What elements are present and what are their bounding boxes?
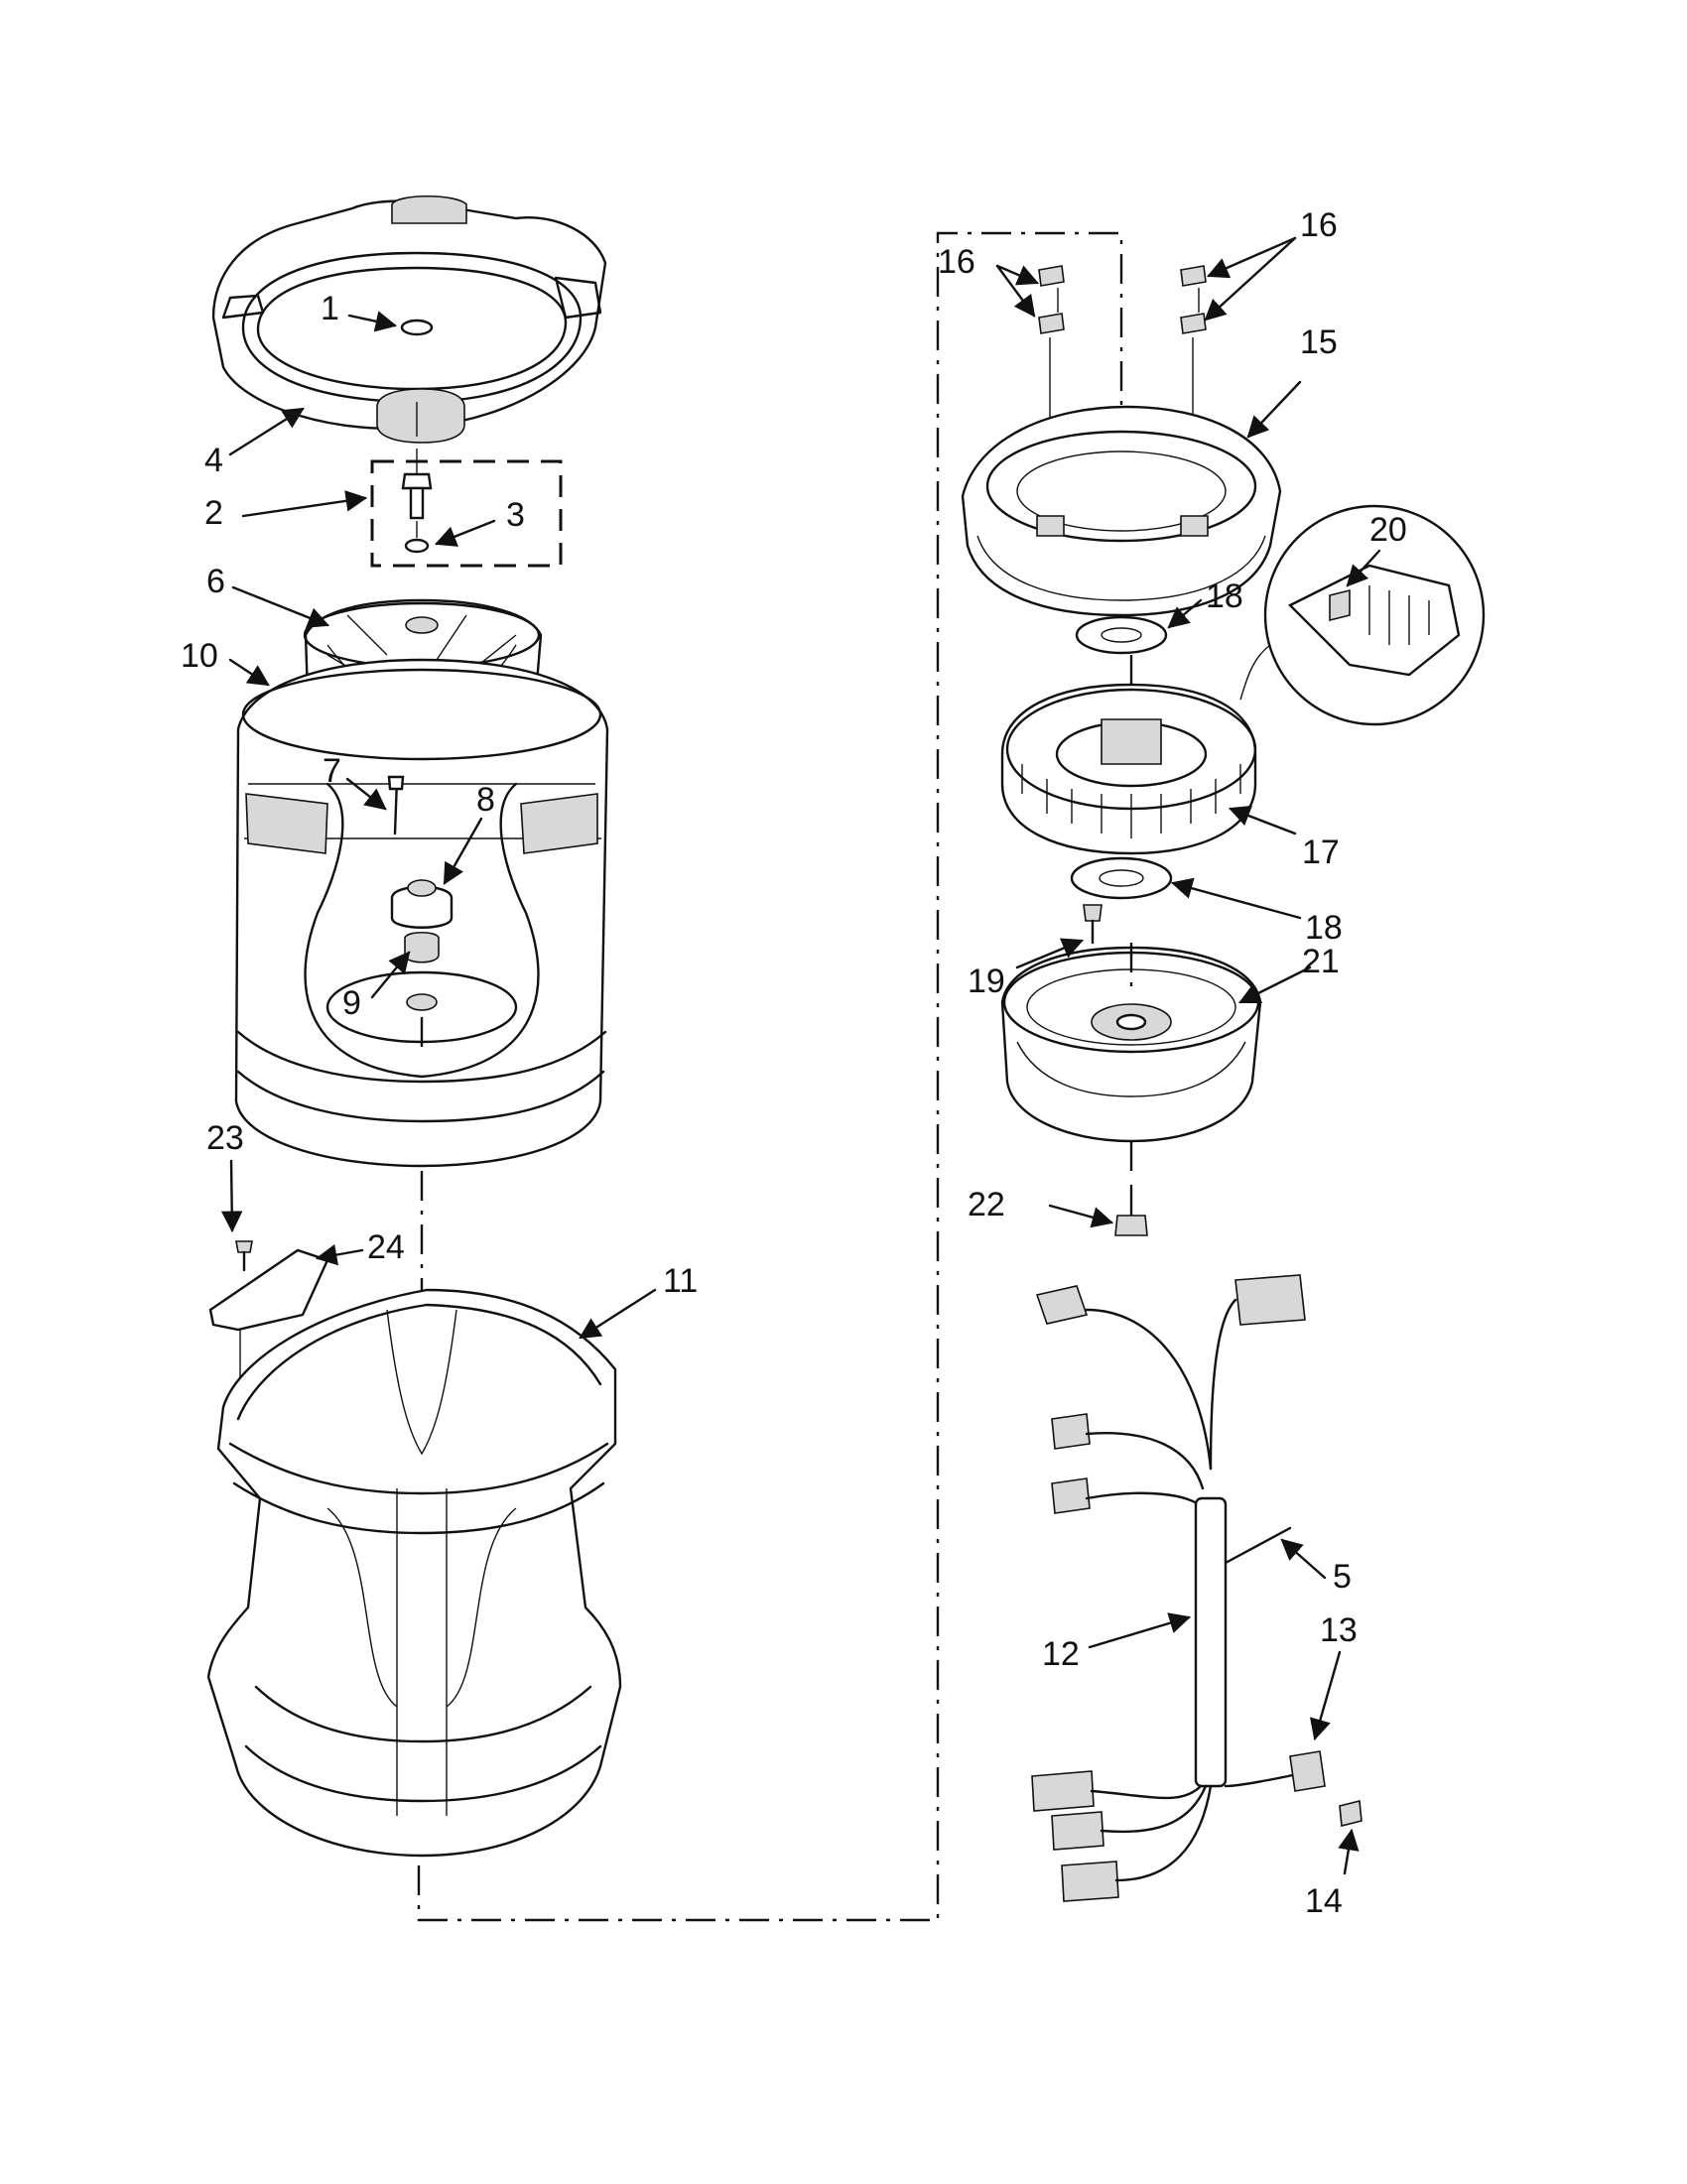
callout-16-left: 16 bbox=[938, 243, 975, 281]
gasket-lower bbox=[1070, 856, 1173, 900]
gasket-upper bbox=[1075, 615, 1168, 655]
callout-18-upper: 18 bbox=[1206, 578, 1243, 615]
callout-24: 24 bbox=[367, 1228, 405, 1266]
callout-leaders bbox=[220, 236, 1381, 1875]
terminal-block-detail bbox=[1239, 504, 1486, 726]
callout-11: 11 bbox=[663, 1262, 698, 1300]
callout-16-right: 16 bbox=[1300, 206, 1338, 244]
callout-5: 5 bbox=[1333, 1558, 1352, 1596]
callout-18-lower: 18 bbox=[1305, 909, 1343, 947]
stator-part bbox=[1000, 655, 1257, 855]
callout-7: 7 bbox=[323, 752, 341, 790]
callout-3: 3 bbox=[506, 496, 525, 534]
callout-14: 14 bbox=[1305, 1882, 1343, 1920]
callout-10: 10 bbox=[181, 637, 218, 675]
callout-22: 22 bbox=[968, 1186, 1005, 1223]
assembly-connector bbox=[417, 231, 1123, 1922]
rotor-bolt bbox=[1114, 1184, 1148, 1236]
callout-6: 6 bbox=[206, 563, 225, 600]
callout-19: 19 bbox=[968, 963, 1005, 1000]
callout-8: 8 bbox=[476, 781, 495, 819]
rotor-part bbox=[1000, 943, 1262, 1181]
callout-1: 1 bbox=[321, 290, 339, 327]
callout-15: 15 bbox=[1300, 323, 1338, 361]
wire-harness-part bbox=[1031, 1274, 1363, 1902]
callout-2: 2 bbox=[204, 494, 223, 532]
callout-9: 9 bbox=[342, 984, 361, 1022]
callout-4: 4 bbox=[204, 442, 223, 479]
callout-20: 20 bbox=[1369, 511, 1407, 549]
stator-shield-part bbox=[961, 405, 1282, 617]
bolt-washer-kit bbox=[370, 449, 563, 568]
callout-12: 12 bbox=[1042, 1635, 1080, 1673]
tub-ring-part bbox=[211, 194, 607, 444]
callout-13: 13 bbox=[1320, 1611, 1358, 1649]
callout-17: 17 bbox=[1302, 834, 1340, 871]
callout-labels: 1 2 3 4 5 6 7 8 9 10 11 12 13 14 15 16 1… bbox=[181, 206, 1407, 1920]
callout-21: 21 bbox=[1302, 943, 1340, 980]
bracket-part bbox=[208, 1240, 329, 1434]
callout-23: 23 bbox=[206, 1119, 244, 1157]
drive-hub-parts bbox=[325, 775, 518, 1052]
rotor-screw bbox=[1083, 904, 1103, 945]
outer-tub-part bbox=[206, 1288, 622, 1858]
